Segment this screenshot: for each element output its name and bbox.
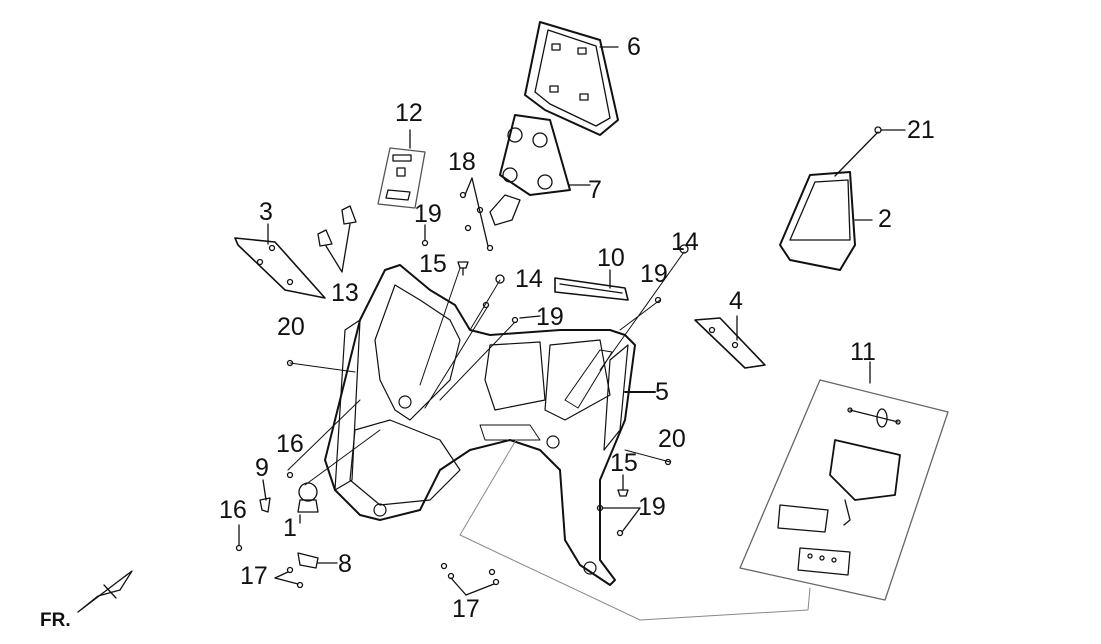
leader-lines <box>287 251 811 621</box>
callout-16-lower: 16 <box>219 496 247 524</box>
callout-21: 21 <box>907 116 935 144</box>
part-11-box-assembly <box>739 361 949 601</box>
callout-20-left: 20 <box>277 313 305 341</box>
callout-10: 10 <box>597 244 625 272</box>
callout-6: 6 <box>627 33 641 61</box>
part-5-main-body <box>324 264 656 586</box>
callout-12: 12 <box>395 99 423 127</box>
callout-16-upper: 16 <box>276 430 304 458</box>
front-direction-label: FR. <box>40 610 71 631</box>
callout-15-lower: 15 <box>610 449 638 477</box>
callout-19-bottom: 19 <box>638 493 666 521</box>
part-10-trim <box>554 269 629 301</box>
callout-2: 2 <box>878 205 892 233</box>
part-6-rear-panel <box>524 21 619 136</box>
callout-14-left: 14 <box>515 265 543 293</box>
callout-7: 7 <box>588 176 602 204</box>
callout-14-right: 14 <box>671 228 699 256</box>
callout-13: 13 <box>331 279 359 307</box>
callout-3: 3 <box>259 198 273 226</box>
callout-8: 8 <box>338 550 352 578</box>
callout-19-right: 19 <box>640 260 668 288</box>
fasteners <box>286 177 689 537</box>
front-direction-arrow <box>77 570 133 613</box>
part-4-right-panel <box>694 315 766 369</box>
part-7-bracket <box>489 114 591 226</box>
callout-1: 1 <box>283 514 297 542</box>
callout-17-left: 17 <box>240 562 268 590</box>
callout-17-bottom: 17 <box>452 595 480 623</box>
callout-4: 4 <box>729 287 743 315</box>
callout-15-upper: 15 <box>419 250 447 278</box>
callout-19-top: 19 <box>414 200 442 228</box>
callout-20-right: 20 <box>658 425 686 453</box>
callout-11: 11 <box>850 338 876 366</box>
part-2-box-cover <box>779 126 906 271</box>
callout-19-center: 19 <box>536 303 564 331</box>
small-parts <box>235 471 500 596</box>
callout-5: 5 <box>655 378 669 406</box>
part-3-left-panel <box>234 223 326 299</box>
callout-18: 18 <box>448 148 476 176</box>
part-13-clips <box>317 205 357 273</box>
callout-9: 9 <box>255 454 269 482</box>
part-12-clip-set <box>377 129 426 209</box>
